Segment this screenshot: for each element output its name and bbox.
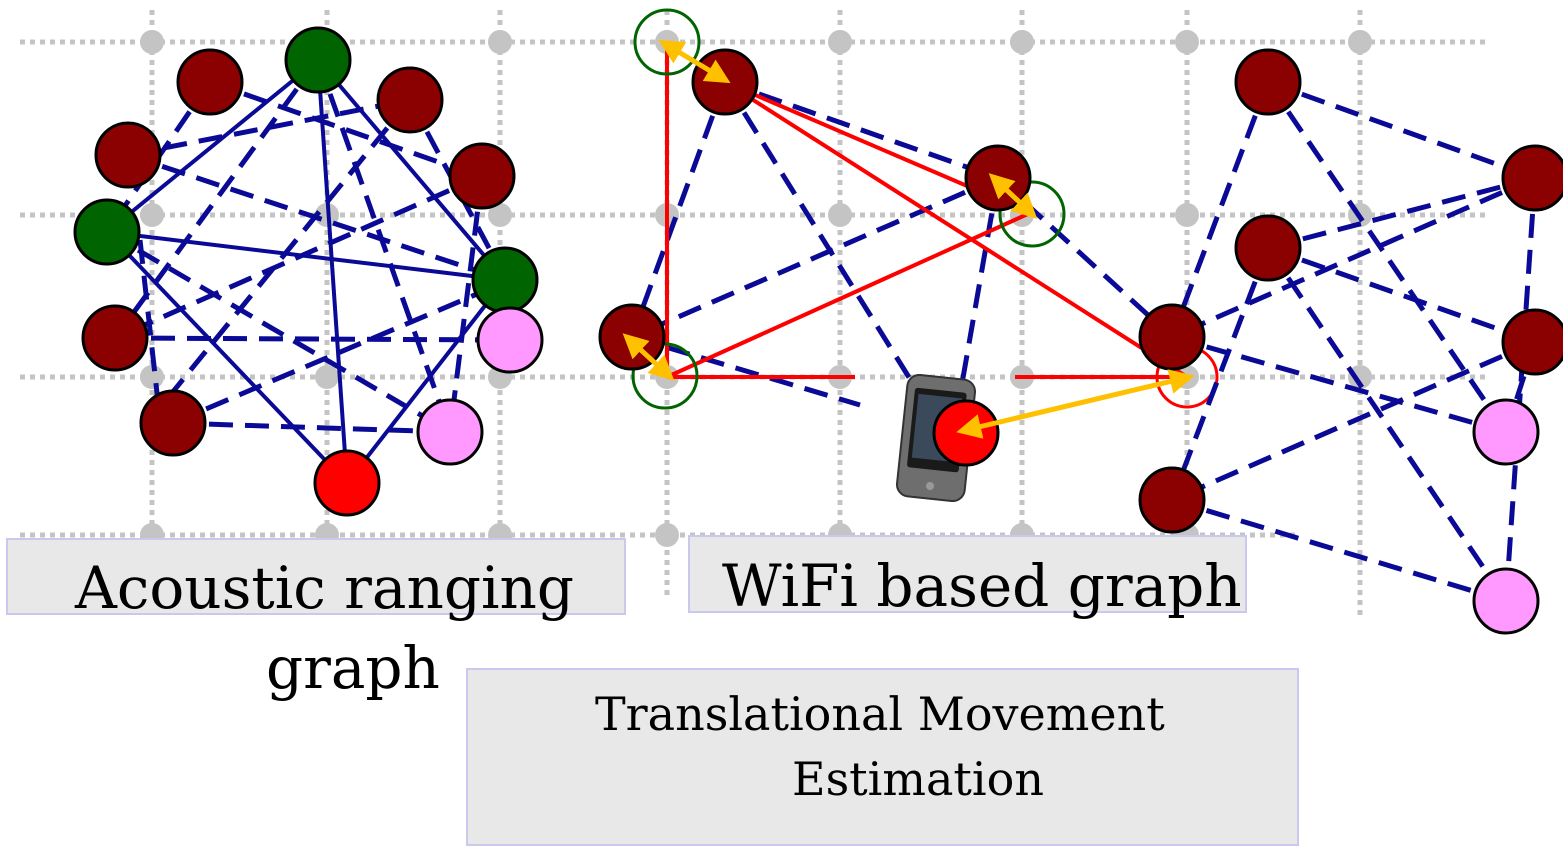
node-dark-red xyxy=(448,142,516,210)
node-dark-red xyxy=(1234,48,1302,116)
node-red xyxy=(932,399,1000,467)
node-dark-red xyxy=(94,121,162,189)
node-dark-red xyxy=(176,48,244,116)
wifi-label: WiFi based graph xyxy=(722,552,1242,620)
offset-arrows xyxy=(622,39,1195,439)
wifi-label-box xyxy=(688,535,1247,613)
node-green xyxy=(284,26,352,94)
node-dark-red xyxy=(81,304,149,372)
wifi-dashed-edges xyxy=(629,79,1174,408)
node-dark-red xyxy=(1234,214,1302,282)
node-dark-red xyxy=(376,66,444,134)
translational-label-line2: Estimation xyxy=(792,752,1044,806)
acoustic-label-line1: Acoustic ranging xyxy=(75,554,575,622)
acoustic-nodes xyxy=(73,26,544,517)
acoustic-solid-edges xyxy=(105,58,507,485)
translational-label-box xyxy=(466,668,1299,846)
node-dark-red xyxy=(1138,303,1206,371)
node-dark-red xyxy=(139,389,207,457)
node-dark-red xyxy=(1138,466,1206,534)
node-green xyxy=(471,246,539,314)
node-pink xyxy=(416,398,484,466)
node-dark-red xyxy=(691,48,759,116)
node-pink xyxy=(1472,398,1540,466)
node-dark-red xyxy=(1501,308,1563,376)
node-pink xyxy=(1472,567,1540,635)
acoustic-label-box xyxy=(6,538,626,615)
translation-nodes xyxy=(1138,48,1563,635)
node-green xyxy=(73,198,141,266)
translational-label-line1: Translational Movement xyxy=(595,687,1165,741)
node-red xyxy=(313,449,381,517)
node-dark-red xyxy=(1501,144,1563,212)
acoustic-label-line2: graph xyxy=(266,634,440,702)
acoustic-dashed-edges xyxy=(104,58,511,435)
node-pink xyxy=(476,306,544,374)
translation-dashed-edges xyxy=(1169,79,1538,604)
